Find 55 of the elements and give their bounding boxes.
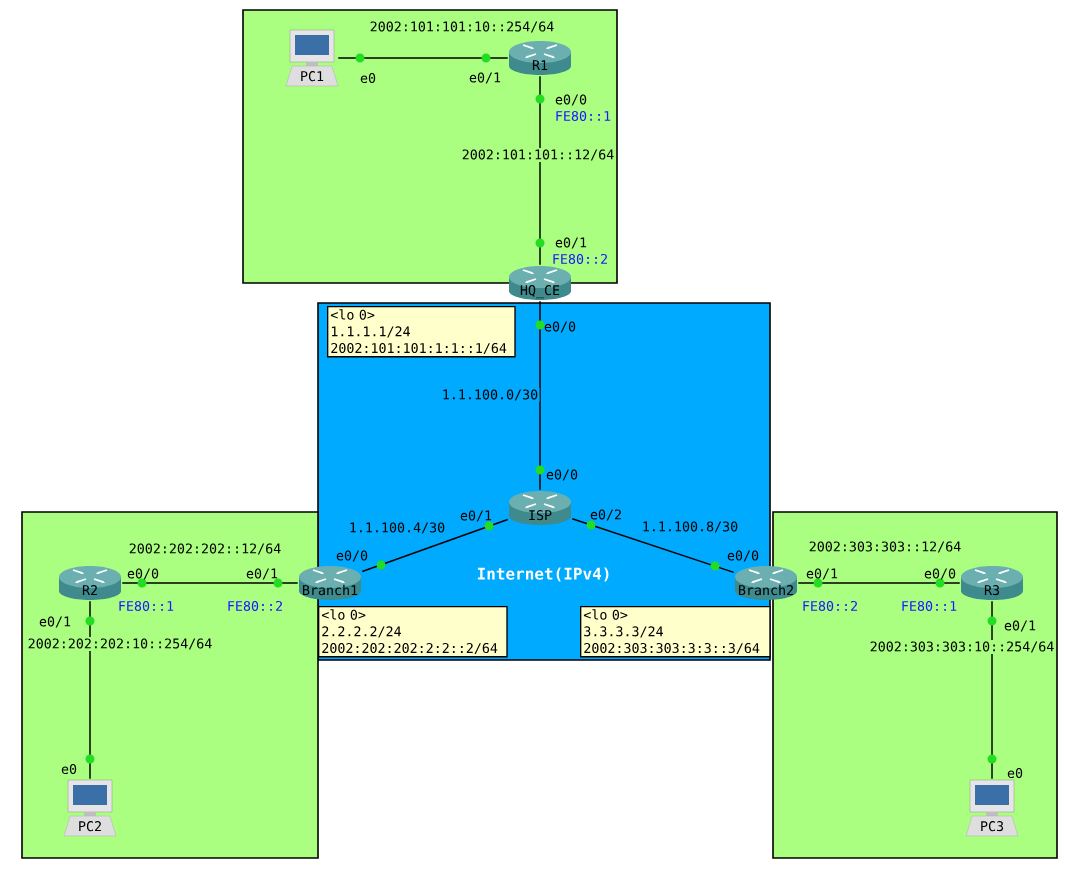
edge-label: 2002:303:303::12/64 (807, 540, 963, 554)
note-box: <lo 0> 3.3.3.3/24 2002:303:303:3:3::3/64 (580, 606, 771, 658)
computer: PC3 (965, 779, 1019, 837)
network-area (242, 9, 618, 284)
router: R1 (509, 41, 571, 75)
node-label: PC3 (981, 821, 1004, 832)
link (991, 600, 993, 780)
link (121, 582, 299, 584)
edge-label: 2002:202:202:10::254/64 (26, 637, 214, 651)
interface-label: FE80::1 (556, 110, 611, 122)
edge-label: 2002:101:101::12/64 (460, 148, 616, 162)
router: HQ_CE (509, 266, 571, 300)
node-label: PC1 (301, 71, 324, 82)
router: ISP (509, 491, 571, 525)
router: R3 (961, 566, 1023, 600)
interface-label: e0/0 (727, 550, 759, 562)
interface-label: e0/2 (590, 509, 621, 521)
link (539, 75, 541, 266)
interface-label: e0/1 (460, 510, 492, 522)
interface-label: e0 (61, 763, 77, 775)
link (539, 300, 541, 491)
interface-label: e0/1 (555, 237, 587, 249)
link (797, 582, 961, 584)
interface-label: FE80::2 (803, 600, 857, 612)
interface-label: e0 (360, 72, 376, 84)
interface-label: e0/0 (544, 321, 576, 333)
link (361, 518, 509, 573)
link (337, 57, 509, 59)
interface-label: FE80::1 (119, 600, 174, 612)
interface-label: FE80::2 (553, 253, 607, 265)
edge-label: 2002:101:101:10::254/64 (368, 20, 556, 34)
computer: PC1 (285, 29, 339, 87)
router: R2 (59, 566, 121, 600)
edge-label: 1.1.100.8/30 (640, 520, 740, 534)
edge-label: 2002:303:303:10::254/64 (868, 640, 1056, 654)
link (571, 518, 735, 574)
edge-label: 1.1.100.4/30 (347, 521, 447, 535)
router: Branch2 (735, 566, 797, 600)
interface-label: e0/0 (555, 94, 587, 106)
note-box: <lo 0> 1.1.1.1/24 2002:101:101:1:1::1/64 (327, 306, 516, 358)
interface-label: e0/1 (806, 568, 838, 580)
interface-label: e0/0 (336, 550, 368, 562)
interface-label: FE80::1 (902, 600, 957, 612)
router: Branch1 (299, 566, 361, 600)
interface-label: e0/1 (1004, 620, 1036, 632)
link (89, 600, 91, 780)
edge-label: 1.1.100.0/30 (440, 388, 540, 402)
interface-label: FE80::2 (228, 600, 282, 612)
interface-label: e0 (1007, 767, 1023, 779)
note-box: <lo 0> 2.2.2.2/24 2002:202:202:2:2::2/64 (318, 606, 508, 658)
node-label: PC2 (79, 821, 101, 832)
interface-label: e0/1 (246, 568, 278, 580)
computer: PC2 (63, 779, 117, 837)
edge-label: 2002:202:202::12/64 (127, 542, 283, 556)
interface-label: e0/1 (39, 616, 71, 628)
